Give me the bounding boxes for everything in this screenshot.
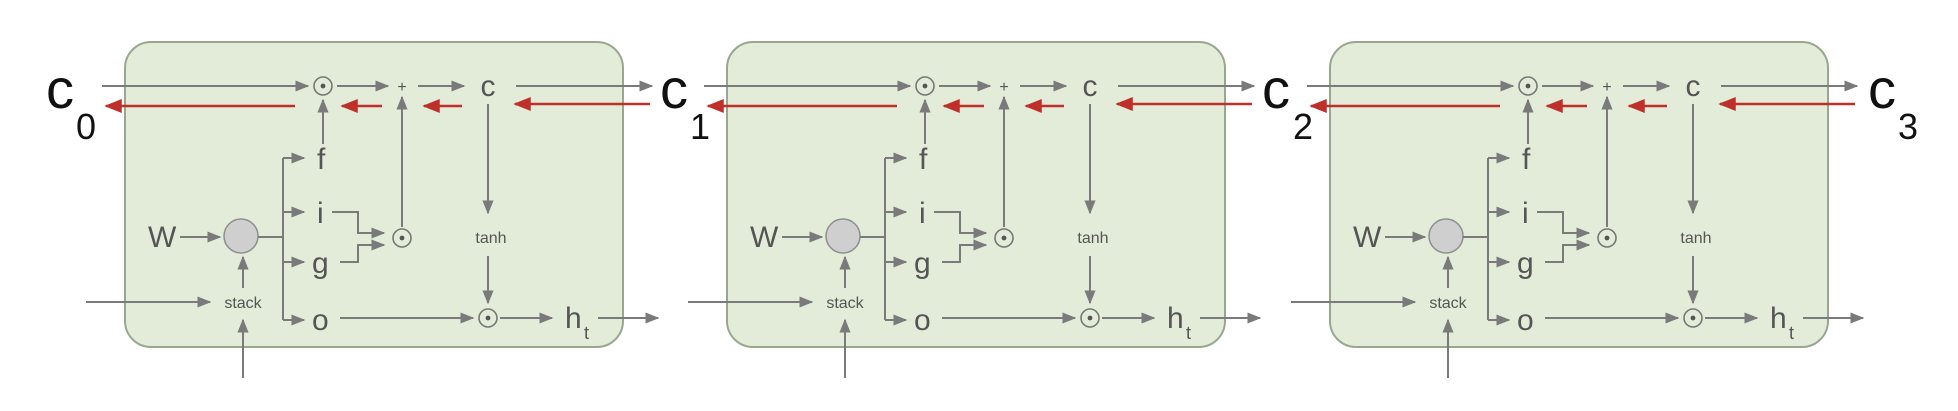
hidden-output-subscript: t [1186, 323, 1191, 343]
forget-gate-label: f [317, 143, 326, 176]
forget-gate-label: f [1522, 143, 1531, 176]
state-label-c1: c 1 [660, 57, 710, 147]
cell-box [124, 41, 624, 348]
matmul-node [825, 218, 861, 254]
svg-text:1: 1 [690, 106, 710, 147]
svg-text:c: c [1262, 57, 1290, 120]
svg-text:c: c [46, 57, 74, 120]
matmul-node [223, 218, 259, 254]
weight-label: W [148, 221, 177, 254]
weight-label: W [750, 221, 779, 254]
lstm-cell-1: + c W stack f i g o tanh [86, 41, 660, 378]
plus-op: + [999, 79, 1008, 96]
tanh-label: tanh [475, 230, 506, 247]
input-gate-label: i [1522, 197, 1529, 230]
svg-text:3: 3 [1898, 106, 1918, 147]
svg-text:2: 2 [1293, 106, 1313, 147]
stack-label: stack [1429, 295, 1467, 312]
svg-text:c: c [660, 57, 688, 120]
tanh-label: tanh [1077, 230, 1108, 247]
lstm-cell-2: + c W stack f i g o tanh [688, 41, 1262, 378]
plus-op: + [397, 79, 406, 96]
weight-label: W [1353, 221, 1382, 254]
output-gate-label: o [914, 304, 931, 337]
state-label-c0: c 0 [46, 57, 96, 147]
output-gate-label: o [312, 304, 329, 337]
stack-label: stack [826, 295, 864, 312]
hidden-output-label: h [565, 302, 582, 335]
svg-text:0: 0 [76, 106, 96, 147]
plus-op: + [1602, 79, 1611, 96]
svg-text:c: c [1868, 57, 1896, 120]
lstm-cell-3: + c W stack f i g o tanh [1291, 41, 1865, 378]
gate-g-label: g [1517, 247, 1534, 280]
forget-gate-label: f [919, 143, 928, 176]
hidden-output-label: h [1770, 302, 1787, 335]
cell-state-label: c [1686, 70, 1701, 103]
cell-state-label: c [481, 70, 496, 103]
gate-g-label: g [914, 247, 931, 280]
input-gate-label: i [919, 197, 926, 230]
hidden-output-subscript: t [584, 323, 589, 343]
output-gate-label: o [1517, 304, 1534, 337]
hidden-output-label: h [1167, 302, 1184, 335]
stack-label: stack [224, 295, 262, 312]
state-label-c3: c 3 [1868, 57, 1918, 147]
matmul-node [1428, 218, 1464, 254]
input-gate-label: i [317, 197, 324, 230]
cell-box [726, 41, 1226, 348]
state-label-c2: c 2 [1262, 57, 1313, 147]
cell-state-label: c [1083, 70, 1098, 103]
cell-box [1329, 41, 1829, 348]
gate-g-label: g [312, 247, 329, 280]
tanh-label: tanh [1680, 230, 1711, 247]
hidden-output-subscript: t [1789, 323, 1794, 343]
